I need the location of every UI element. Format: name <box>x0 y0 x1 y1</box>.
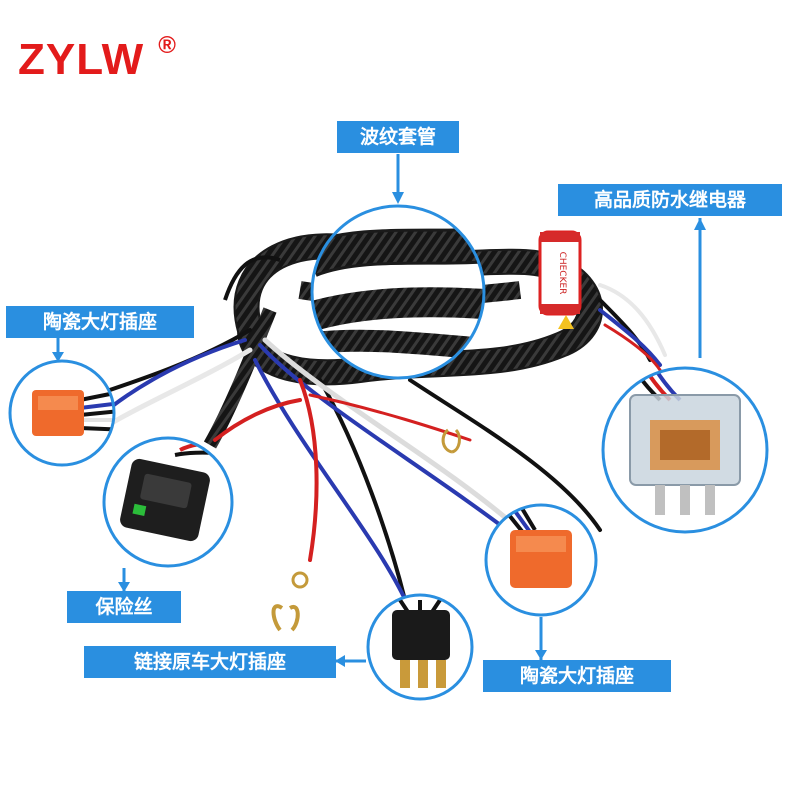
callout-original-socket: 链接原车大灯插座 <box>84 646 336 678</box>
leader-lines <box>52 154 706 667</box>
zoom-circle-h4-plug <box>366 593 474 701</box>
callout-ceramic-socket-right: 陶瓷大灯插座 <box>483 660 671 692</box>
zoom-circle-relay <box>601 366 769 534</box>
zoom-circle-fuse <box>102 436 234 568</box>
callout-ceramic-socket-left: 陶瓷大灯插座 <box>6 306 194 338</box>
relay-sleeve-label: CHECKER <box>557 252 567 295</box>
registered-mark: ® <box>158 32 177 59</box>
zoom-circle-ceramic-socket-right <box>484 503 598 617</box>
callout-relay: 高品质防水继电器 <box>558 184 782 216</box>
h4-plug-icon <box>392 610 450 688</box>
callout-corrugated-tube: 波纹套管 <box>337 121 459 153</box>
brand-logo: ZYLW ® <box>18 34 177 84</box>
zoom-circle-ceramic-socket-left <box>8 359 116 467</box>
relay-sleeve: CHECKER <box>538 230 582 329</box>
relay-icon <box>629 394 741 515</box>
loose-wires <box>93 283 667 612</box>
fuse-holder-icon <box>120 458 210 542</box>
ring-terminal-icon <box>271 428 461 632</box>
zoom-circle-tube <box>310 204 486 380</box>
brand-name: ZYLW <box>18 35 145 84</box>
ceramic-socket-icon <box>510 530 572 588</box>
callout-fuse: 保险丝 <box>67 591 181 623</box>
